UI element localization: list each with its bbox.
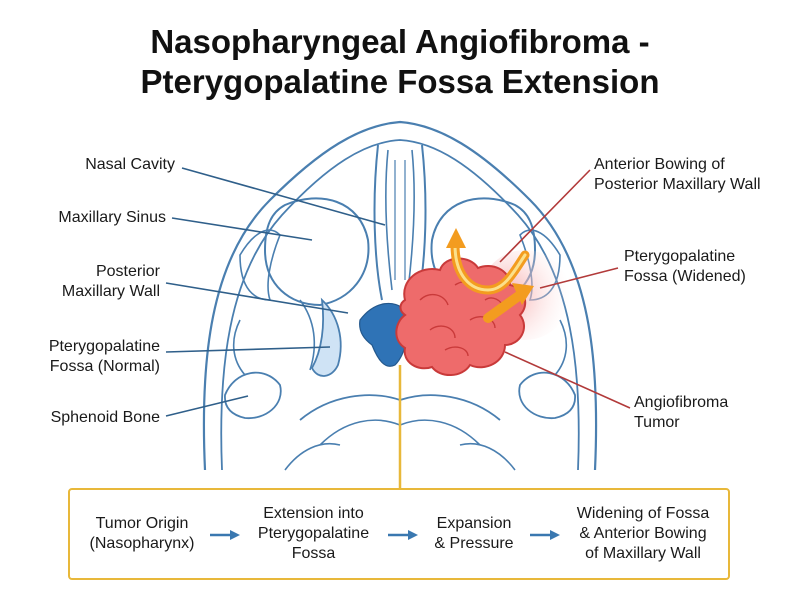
leader-maxillary-sinus [171,217,313,241]
flow-step-extension: Extension into Pterygopalatine Fossa [257,505,370,562]
label-angiofibroma-tumor: Angiofibroma Tumor [634,394,729,431]
maxillary-sinus-left [263,197,370,307]
label-pterygopalatine-fossa-widened: Pterygopalatine Fossa (Widened) [624,248,746,285]
label-pterygopalatine-fossa-normal: Pterygopalatine Fossa (Normal) [48,338,160,375]
diagram-title: Nasopharyngeal Angiofibroma - Pterygopal… [0,22,800,102]
label-maxillary-sinus: Maxillary Sinus [58,209,166,226]
label-sphenoid-bone: Sphenoid Bone [50,409,160,426]
expansion-arrow [483,290,525,323]
leader-posterior-maxillary-wall [165,282,349,314]
nasal-cavity-shape [385,149,415,291]
label-anterior-bowing: Anterior Bowing of Posterior Maxillary W… [594,156,761,193]
title-line-1: Nasopharyngeal Angiofibroma - [150,23,650,60]
flow-arrow-3 [530,530,560,540]
pterygopalatine-fossa-normal-shape [310,297,342,377]
flow-step-tumor-origin: Tumor Origin (Nasopharynx) [89,515,195,552]
flow-arrow-2 [388,530,418,540]
leader-fossa-normal [165,346,331,353]
flow-step-expansion: Expansion & Pressure [434,515,514,552]
leader-angiofibroma [504,351,631,409]
nasopharynx-origin [359,302,409,367]
flow-arrow-1 [210,530,240,540]
title-line-2: Pterygopalatine Fossa Extension [140,63,660,100]
bowing-arrow-up [446,228,466,248]
leader-nasal-cavity [181,167,386,226]
sphenoid-bone-left [224,371,282,419]
leader-sphenoid-bone [165,395,249,417]
label-nasal-cavity: Nasal Cavity [85,156,175,173]
leader-fossa-widened [539,267,619,289]
label-posterior-maxillary-wall: Posterior Maxillary Wall [61,263,160,300]
leader-anterior-bowing [499,169,591,263]
flow-step-widening: Widening of Fossa & Anterior Bowing of M… [576,505,710,562]
